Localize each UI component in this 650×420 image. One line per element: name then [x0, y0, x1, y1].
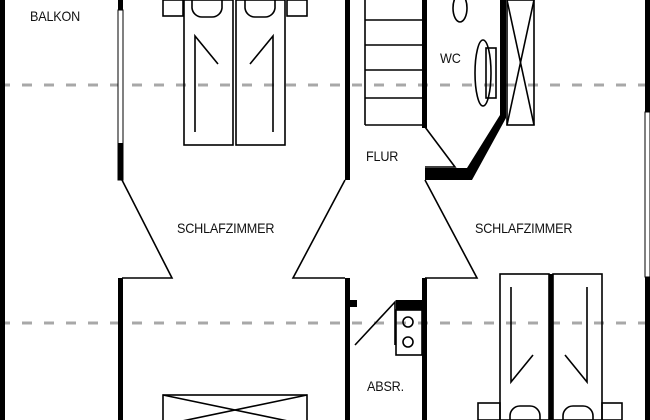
outer-wall-left — [0, 0, 5, 420]
staircase — [364, 0, 425, 126]
room-label-balkon: BALKON — [30, 8, 81, 24]
double-bed-top — [162, 0, 308, 146]
room-label-schlafzimmer-right: SCHLAFZIMMER — [475, 220, 573, 236]
stove-top — [396, 300, 422, 310]
balcony-door — [117, 0, 124, 181]
wall — [118, 278, 123, 420]
door-swings — [121, 126, 479, 346]
room-label-schlafzimmer-left: SCHLAFZIMMER — [177, 220, 275, 236]
stove-icon — [395, 309, 423, 356]
wall — [345, 0, 350, 180]
room-label-absr: ABSR. — [367, 378, 404, 394]
sink-icon — [452, 0, 468, 23]
outer-wall-right — [645, 0, 650, 112]
room-label-wc: WC — [440, 50, 461, 66]
room-label-flur: FLUR — [366, 148, 399, 164]
wardrobe-top-right — [506, 0, 535, 126]
wall — [422, 278, 427, 420]
wall — [350, 300, 357, 307]
double-bed-bottom-right — [477, 273, 623, 420]
wardrobe-bottom-left — [162, 394, 308, 420]
wc-wall — [425, 0, 506, 180]
window-right — [644, 111, 650, 278]
wall — [345, 278, 350, 420]
toilet-icon — [474, 39, 497, 107]
wall — [422, 0, 427, 128]
